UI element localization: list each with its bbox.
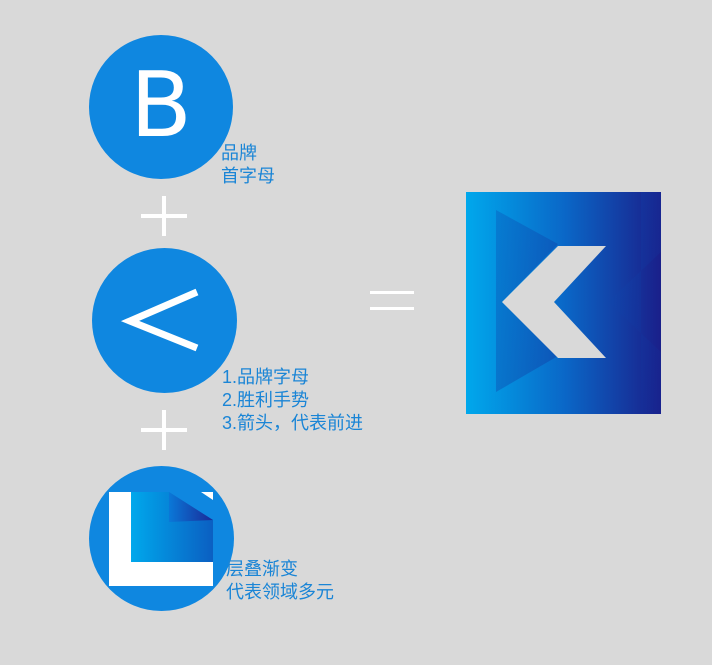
plus-icon <box>141 196 187 236</box>
note-line: 1.品牌字母 <box>222 367 310 387</box>
brand-letter-b: B <box>130 53 192 158</box>
gradient-b-arrow-logo-icon <box>466 192 661 414</box>
arrow-note: 1.品牌字母 2.胜利手势 3.箭头，代表前进 <box>222 366 363 435</box>
note-line: 代表领域多元 <box>226 582 334 602</box>
equals-icon <box>370 291 414 311</box>
note-line: 层叠渐变 <box>226 559 298 579</box>
note-line: 2.胜利手势 <box>222 390 310 410</box>
note-line: 首字母 <box>221 166 275 186</box>
layers-note: 层叠渐变 代表领域多元 <box>226 558 334 604</box>
arrow-symbol-circle <box>92 248 237 393</box>
brand-letter-note: 品牌 首字母 <box>221 142 275 188</box>
brand-letter-circle: B <box>89 35 233 179</box>
chevron-left-icon <box>120 288 199 352</box>
note-line: 3.箭头，代表前进 <box>222 413 364 433</box>
plus-icon <box>141 410 187 450</box>
layer-gradient-circle <box>89 466 234 611</box>
layered-gradient-corner-icon <box>109 492 213 586</box>
note-line: 品牌 <box>221 143 257 163</box>
